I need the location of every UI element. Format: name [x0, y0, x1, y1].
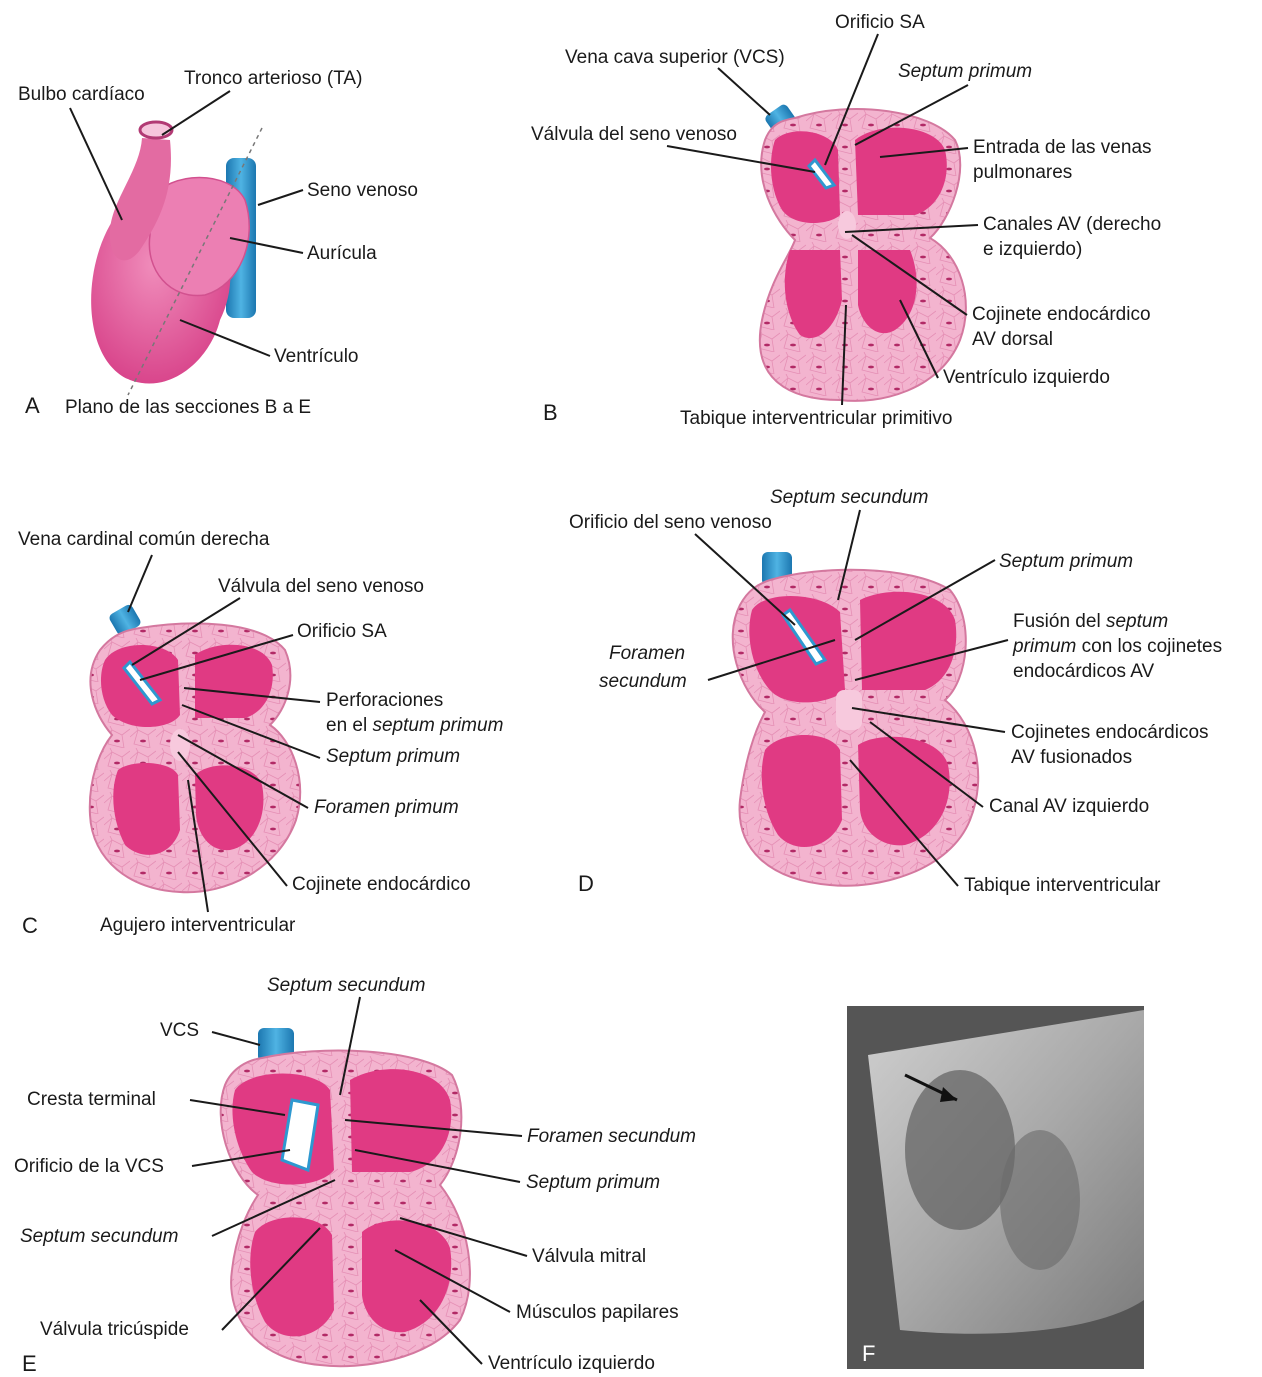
label-foramen-secundum-e: Foramen secundum	[527, 1126, 696, 1147]
label-cojinete-b-2: AV dorsal	[972, 329, 1053, 350]
panel-letter-a: A	[25, 393, 40, 418]
cushion-c	[170, 729, 190, 761]
label-perforaciones-1: Perforaciones	[326, 690, 443, 711]
panel-b: Vena cava superior (VCS) Orificio SA Sep…	[531, 12, 1161, 429]
label-septum-primum-c: Septum primum	[326, 746, 460, 767]
panel-f: F	[847, 1006, 1144, 1369]
panel-letter-c: C	[22, 913, 38, 938]
label-entrada-venas-2: pulmonares	[973, 162, 1072, 183]
label-valvula-mitral: Válvula mitral	[532, 1246, 646, 1267]
label-foramen-primum: Foramen primum	[314, 797, 459, 818]
label-vena-cardinal: Vena cardinal común derecha	[18, 529, 270, 550]
label-septum-primum-e: Septum primum	[526, 1172, 660, 1193]
label-auricula: Aurícula	[307, 243, 377, 264]
tronco-arterioso-opening	[140, 122, 172, 138]
label-cojinete-b-1: Cojinete endocárdico	[972, 304, 1151, 325]
label-agujero-interventricular: Agujero interventricular	[100, 915, 296, 936]
label-ventriculo: Ventrículo	[274, 346, 359, 367]
left-atrium-b	[855, 128, 947, 215]
panel-e: Septum secundum VCS Cresta terminal Fora…	[14, 975, 696, 1376]
label-musculos-papilares: Músculos papilares	[516, 1302, 679, 1323]
label-valvula-tricuspide: Válvula tricúspide	[40, 1319, 189, 1340]
label-septum-secundum-d: Septum secundum	[770, 487, 928, 508]
right-ventricle-c	[113, 763, 180, 855]
label-valvula-seno-b: Válvula del seno venoso	[531, 124, 737, 145]
label-septum-primum-b: Septum primum	[898, 61, 1032, 82]
label-vcs-e: VCS	[160, 1020, 199, 1041]
label-tabique-primitivo: Tabique interventricular primitivo	[680, 408, 952, 429]
label-foramen-secundum-d-1: Foramen	[609, 643, 685, 664]
label-orificio-sa-c: Orificio SA	[297, 621, 387, 642]
label-plano-secciones: Plano de las secciones B a E	[65, 397, 311, 418]
label-canales-av-1: Canales AV (derecho	[983, 214, 1161, 235]
label-septum-secundum-e-left: Septum secundum	[20, 1226, 178, 1247]
panel-letter-e: E	[22, 1351, 37, 1376]
label-vcs: Vena cava superior (VCS)	[565, 47, 785, 68]
label-tronco-arterioso: Tronco arterioso (TA)	[184, 68, 362, 89]
label-orificio-vcs: Orificio de la VCS	[14, 1156, 164, 1177]
ultrasound-chamber-dark	[905, 1070, 1015, 1230]
label-orificio-seno-d: Orificio del seno venoso	[569, 512, 772, 533]
label-cresta-terminal: Cresta terminal	[27, 1089, 156, 1110]
label-valvula-seno-c: Válvula del seno venoso	[218, 576, 424, 597]
label-cojinetes-fusionados-1: Cojinetes endocárdicos	[1011, 722, 1209, 743]
label-fusion-1: Fusión del septum	[1013, 611, 1168, 632]
label-ventriculo-izq-e: Ventrículo izquierdo	[488, 1353, 655, 1374]
label-tabique-interventricular-d: Tabique interventricular	[964, 875, 1161, 896]
label-bulbo-cardiaco: Bulbo cardíaco	[18, 84, 145, 105]
panel-c: Vena cardinal común derecha Válvula del …	[18, 529, 503, 938]
fused-cushions-d	[836, 690, 862, 730]
label-fusion-3: endocárdicos AV	[1013, 661, 1155, 682]
label-cojinete-c: Cojinete endocárdico	[292, 874, 471, 895]
panel-letter-d: D	[578, 871, 594, 896]
label-seno-venoso: Seno venoso	[307, 180, 418, 201]
label-entrada-venas-1: Entrada de las venas	[973, 137, 1152, 158]
label-foramen-secundum-d-2: secundum	[599, 671, 687, 692]
label-canal-av-izquierdo: Canal AV izquierdo	[989, 796, 1149, 817]
left-atrium-e	[350, 1069, 451, 1172]
panel-d: Septum secundum Orificio del seno venoso…	[569, 487, 1222, 896]
label-perforaciones-2: en el septum primum	[326, 715, 503, 736]
label-canales-av-2: e izquierdo)	[983, 239, 1082, 260]
panel-a: Bulbo cardíaco Tronco arterioso (TA) Sen…	[18, 68, 418, 418]
panel-letter-f: F	[862, 1341, 875, 1366]
label-orificio-sa-b: Orificio SA	[835, 12, 925, 33]
label-septum-primum-d: Septum primum	[999, 551, 1133, 572]
label-ventriculo-izq-b: Ventrículo izquierdo	[943, 367, 1110, 388]
label-septum-secundum-e-top: Septum secundum	[267, 975, 425, 996]
left-atrium-c	[195, 645, 273, 718]
label-cojinetes-fusionados-2: AV fusionados	[1011, 747, 1132, 768]
ultrasound-chamber-dark-2	[1000, 1130, 1080, 1270]
panel-letter-b: B	[543, 400, 558, 425]
label-fusion-2: primum con los cojinetes	[1012, 636, 1222, 657]
